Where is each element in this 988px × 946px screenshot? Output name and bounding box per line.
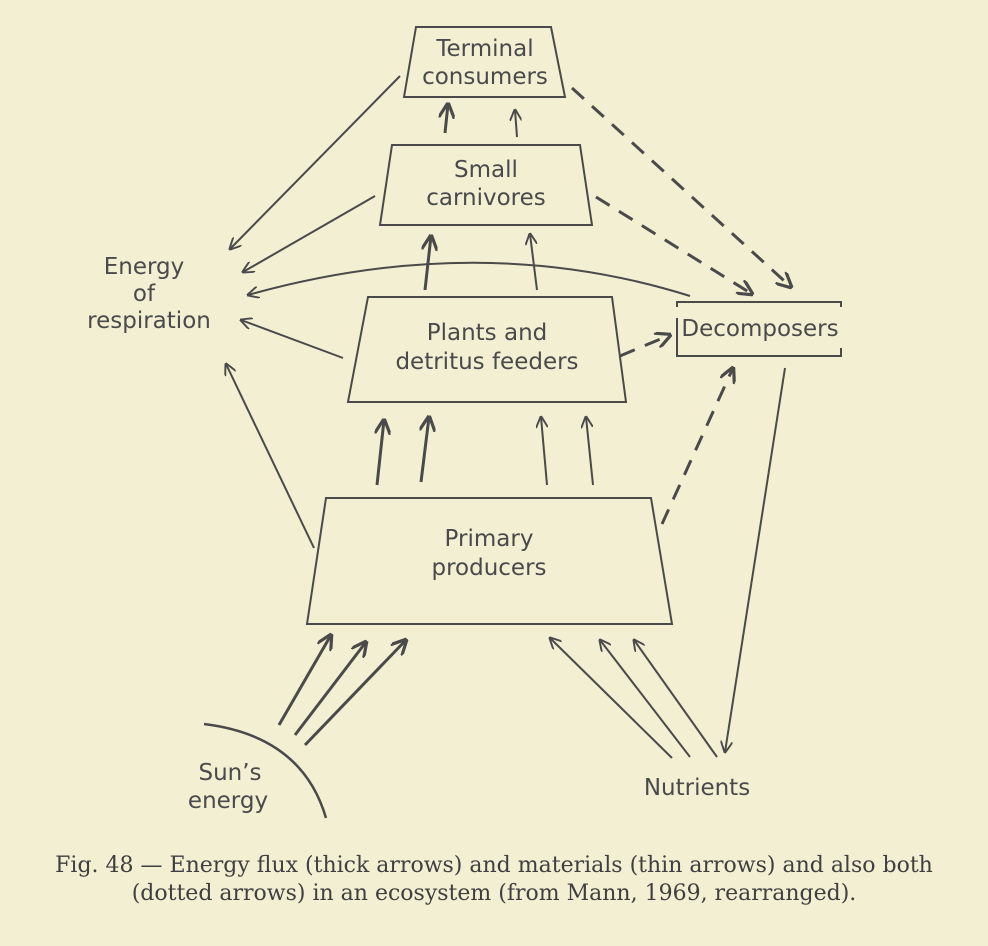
energy-of-respiration-label-line2: of bbox=[133, 281, 156, 307]
terminal-consumers-label-line1: Terminal bbox=[435, 36, 533, 62]
carnivores-to-terminal-thin-arrow bbox=[515, 110, 517, 138]
nutrients-to-producers-arrow-1 bbox=[550, 638, 673, 759]
terminal-to-respiration-arrow bbox=[230, 75, 401, 249]
materials-arrows bbox=[226, 75, 786, 759]
caption-line-1: Fig. 48 — Energy flux (thick arrows) and… bbox=[55, 853, 933, 878]
terminal-consumers-label-line2: consumers bbox=[422, 64, 548, 90]
terminal-consumers-box bbox=[402, 26, 567, 98]
sun-to-producers-arrow-2 bbox=[293, 642, 366, 736]
small-carnivores-label-line1: Small bbox=[454, 157, 518, 183]
nutrients-to-producers-arrow-2 bbox=[600, 640, 691, 758]
decomposers-box bbox=[676, 301, 842, 357]
primary-producers-box bbox=[305, 497, 674, 625]
primary-producers-label-line2: producers bbox=[431, 555, 546, 581]
carnivores-to-decomposers-arrow bbox=[595, 195, 752, 294]
terminal-to-decomposers-arrow bbox=[570, 86, 791, 287]
plants-to-decomposers-arrow bbox=[619, 335, 670, 358]
sun-to-producers-arrow-1 bbox=[277, 635, 331, 726]
suns-energy-label-line2: energy bbox=[188, 788, 268, 814]
suns-energy-label-line1: Sun’s bbox=[198, 760, 261, 786]
carnivores-to-respiration-arrow bbox=[243, 195, 376, 272]
small-carnivores-label-line2: carnivores bbox=[426, 185, 546, 211]
plants-label-line1: Plants and bbox=[427, 320, 548, 346]
carnivores-to-terminal-arrow bbox=[445, 104, 448, 134]
plants-label-line2: detritus feeders bbox=[395, 349, 578, 375]
decomposers-to-nutrients-arrow bbox=[725, 367, 786, 752]
producers-to-decomposers-arrow bbox=[660, 368, 733, 525]
plants-to-carnivores-arrow bbox=[425, 236, 431, 291]
producers-to-plants-thin-arrow-1 bbox=[541, 417, 548, 486]
plants-to-carnivores-thin-arrow bbox=[530, 234, 538, 291]
energy-of-respiration-label-line1: Energy bbox=[104, 254, 185, 280]
plants-detritus-feeders-box bbox=[346, 296, 628, 403]
sun-to-producers-arrow-3 bbox=[303, 640, 406, 747]
decomposers-label: Decomposers bbox=[681, 316, 838, 342]
producers-to-plants-thin-arrow-2 bbox=[586, 417, 594, 486]
figure-caption: Fig. 48 — Energy flux (thick arrows) and… bbox=[20, 852, 968, 908]
caption-line-2: (dotted arrows) in an ecosystem (from Ma… bbox=[131, 881, 857, 906]
nutrients-label: Nutrients bbox=[644, 775, 750, 801]
producers-to-plants-arrow-2 bbox=[421, 417, 429, 483]
primary-producers-label-line1: Primary bbox=[445, 526, 534, 552]
energy-of-respiration-label-line3: respiration bbox=[87, 308, 211, 334]
sun-arc bbox=[203, 722, 328, 819]
producers-to-plants-arrow-1 bbox=[377, 420, 384, 486]
nutrients-to-producers-arrow-3 bbox=[634, 640, 718, 758]
both-arrows bbox=[570, 86, 791, 525]
small-carnivores-box bbox=[378, 144, 594, 226]
energy-flux-arrows bbox=[277, 104, 448, 747]
plants-to-respiration-arrow bbox=[241, 320, 344, 359]
producers-to-respiration-arrow bbox=[226, 364, 315, 549]
decomposers-to-respiration-arrow bbox=[248, 261, 691, 296]
